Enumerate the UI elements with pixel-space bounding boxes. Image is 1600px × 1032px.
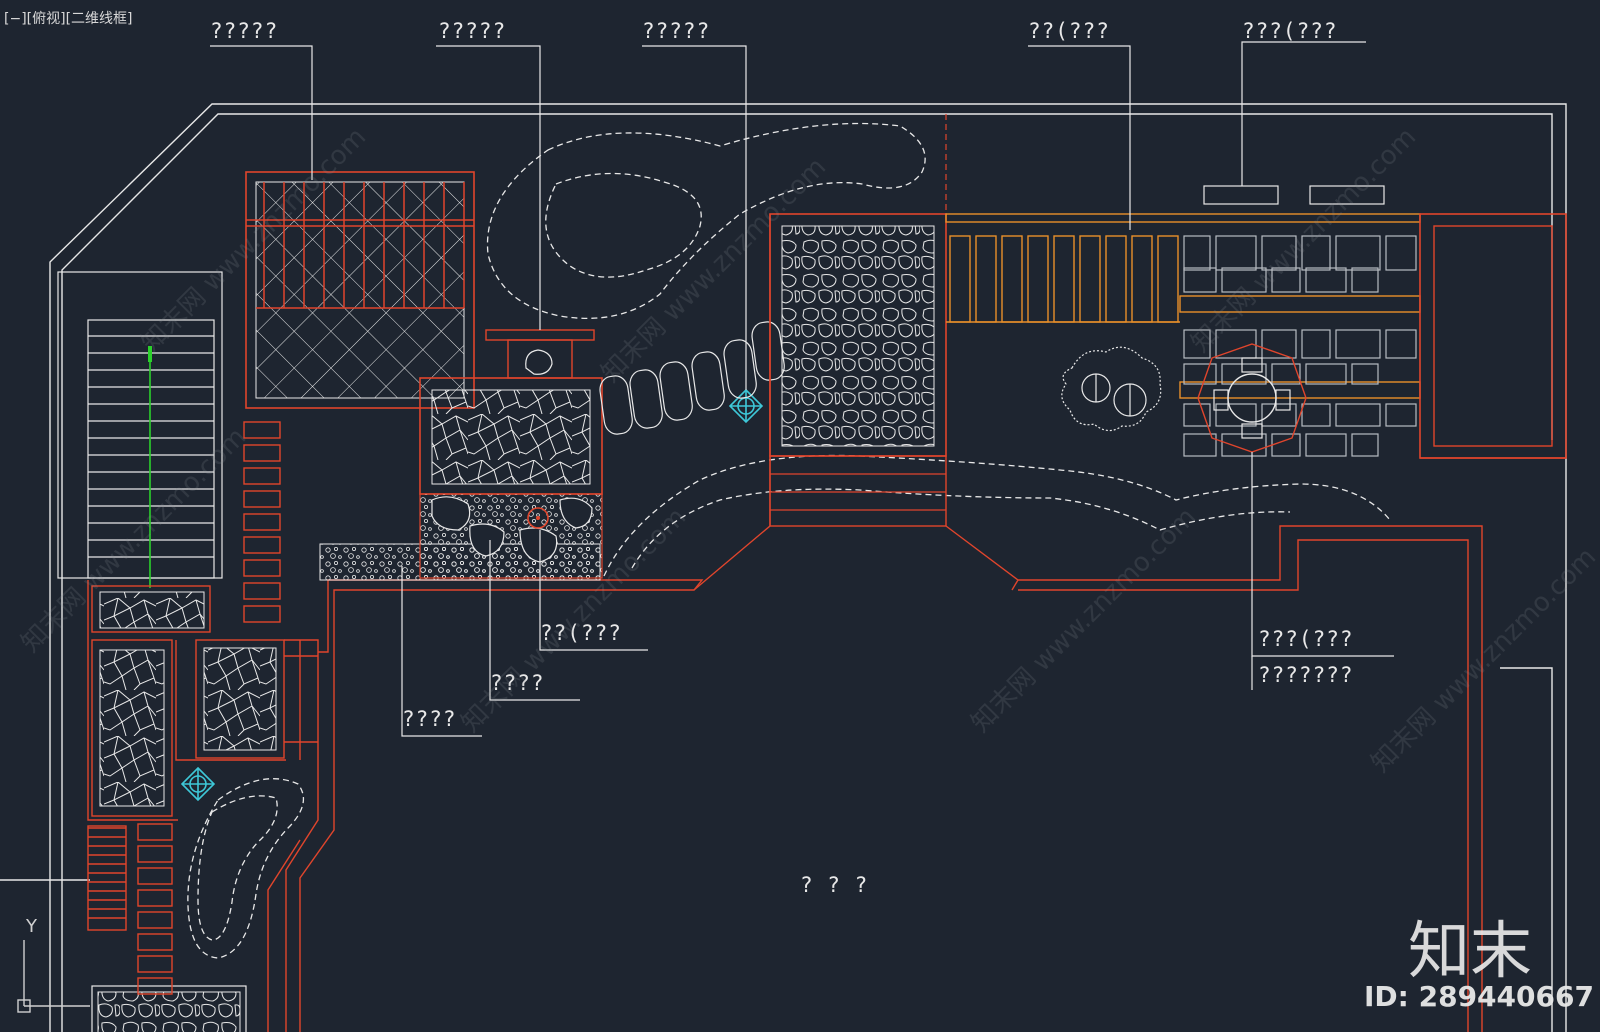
callout-label: ????? <box>642 19 710 43</box>
pergola <box>245 171 475 409</box>
callout-label: ??(??? <box>1028 19 1110 43</box>
water-feature <box>319 329 603 581</box>
red-walls-left <box>87 579 704 1032</box>
watermark-logo: 知末 <box>1408 914 1533 987</box>
viewport-label[interactable]: [−][俯视][二维线框] <box>4 11 133 27</box>
callout-label: ????? <box>438 19 506 43</box>
deck-area <box>945 185 1567 459</box>
stepping-stones <box>599 321 785 435</box>
callout-label: ???(??? <box>1242 19 1338 43</box>
callout-labels: ????? ????? ????? ??(??? ???(??? ??(??? … <box>210 19 1354 897</box>
left-stair <box>57 271 223 588</box>
leader-lines <box>210 41 1394 737</box>
planter-beds-left <box>87 585 285 1032</box>
callout-label: ??????? <box>1258 663 1354 687</box>
shrub-group <box>1061 346 1162 432</box>
callout-label: ????? <box>210 19 278 43</box>
center-label: ? ? ? <box>800 873 868 897</box>
cobble-court <box>693 114 1483 1032</box>
lawn-outlines <box>187 122 1391 959</box>
watermark-id: ID: 289440667 <box>1364 980 1594 1013</box>
ucs-y-axis-label: Y <box>26 916 37 937</box>
stepping-pads-left <box>243 421 281 623</box>
callout-label: ???? <box>402 707 457 731</box>
ucs-icon <box>17 940 90 1013</box>
callout-label: ???? <box>490 671 545 695</box>
callout-label: ??(??? <box>540 621 622 645</box>
callout-label: ???(??? <box>1258 627 1354 651</box>
